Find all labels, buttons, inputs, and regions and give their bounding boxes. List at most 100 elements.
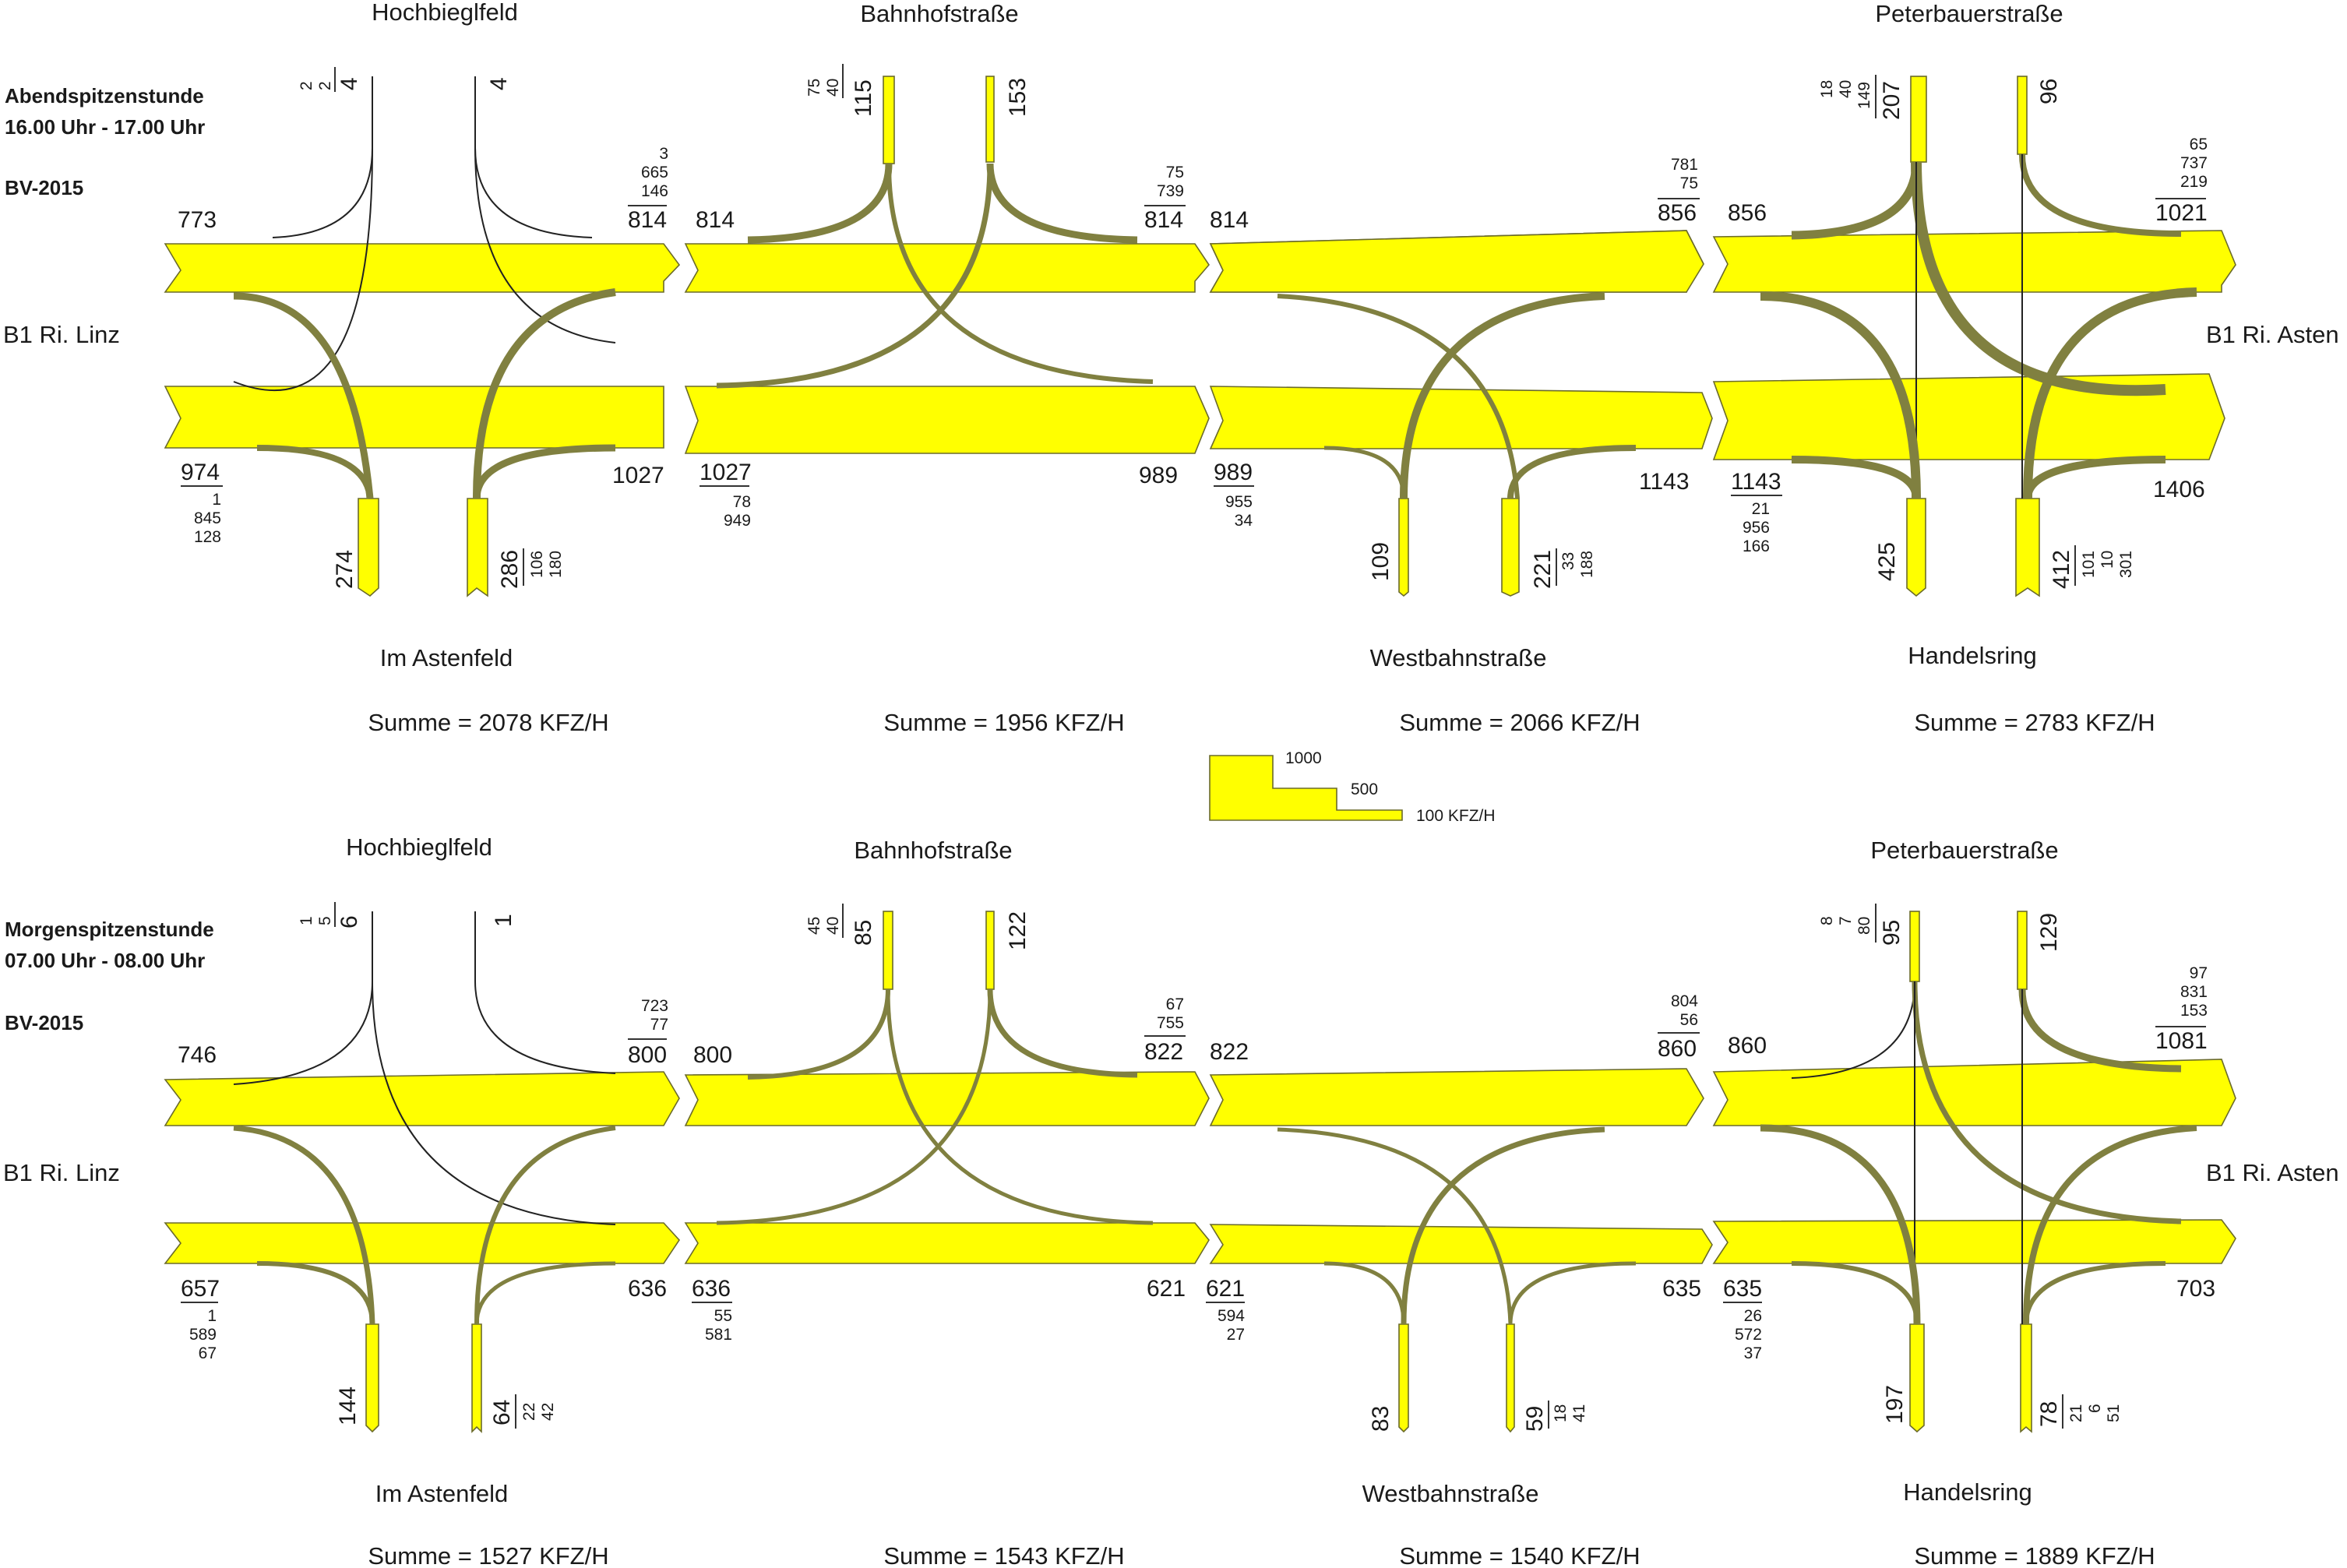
flow-j4-es xyxy=(2024,456,2166,499)
j2-wb-split-0: 78 xyxy=(733,493,751,511)
wb-vol-a: 657 xyxy=(181,1276,220,1302)
flow-j1-ne xyxy=(474,76,593,238)
j1-wb-split-2: 128 xyxy=(194,528,221,546)
j3-eb-split-0: 781 xyxy=(1671,156,1698,174)
j4-wb-split-0: 21 xyxy=(1752,500,1770,518)
j4-n-in-0: 18 xyxy=(1818,80,1836,98)
panel-title: Morgenspitzenstunde xyxy=(5,918,214,941)
j1-eb-split-0: 723 xyxy=(641,997,668,1015)
j4-n-in-1: 40 xyxy=(1837,80,1855,98)
j4-s-out: 197 xyxy=(1882,1385,1908,1424)
south-arm-1-in xyxy=(471,1323,482,1433)
flow-j3-se xyxy=(1507,445,1637,499)
flow-j1-es xyxy=(473,444,616,499)
j1-n-in-2: 4 xyxy=(337,77,362,90)
j2-n-in-2: 115 xyxy=(851,79,876,117)
j4-n-in-0: 8 xyxy=(1818,916,1836,925)
j4-wb-split-2: 37 xyxy=(1744,1344,1762,1362)
j2-eb-split-1: 739 xyxy=(1157,182,1184,200)
j2-wb-split-1: 581 xyxy=(705,1326,732,1344)
j1-eb-split-1: 665 xyxy=(641,164,668,181)
j1-s-out: 144 xyxy=(335,1387,361,1425)
flow-j4-nw xyxy=(1791,161,1921,240)
south-arm-4-out xyxy=(1906,498,1926,597)
street-south-1: Im Astenfeld xyxy=(380,644,513,671)
eb-vol-f: 856 xyxy=(1658,200,1697,226)
j1-s-in-split-0: 22 xyxy=(520,1403,538,1421)
eb-vol-h: 1081 xyxy=(2155,1028,2208,1054)
j4-eb-split-1: 737 xyxy=(2180,154,2208,172)
flow-j4-nn xyxy=(2018,988,2182,1073)
street-north-1: Hochbieglfeld xyxy=(372,0,518,26)
wb-vol-a: 974 xyxy=(181,460,220,485)
eastbound-band-1 xyxy=(164,243,681,293)
flow-j3-sw xyxy=(1400,292,1605,499)
flow-j3-ws xyxy=(1277,1127,1513,1325)
flow-j2-ne xyxy=(986,163,1138,244)
street-south-1: Im Astenfeld xyxy=(375,1480,509,1507)
flow-j1-ws xyxy=(233,1125,375,1325)
j4-wb-split-1: 572 xyxy=(1735,1326,1762,1344)
westbound-band-3 xyxy=(1209,1224,1713,1264)
wb-vol-h: 703 xyxy=(2176,1276,2215,1302)
j1-s-in-split-1: 42 xyxy=(539,1403,557,1421)
eb-vol-e: 822 xyxy=(1210,1039,1249,1065)
flow-j4-ws xyxy=(1760,291,1921,499)
sum-junction-2: Summe = 1956 KFZ/H xyxy=(883,709,1124,736)
j4-s-in-split-2: 301 xyxy=(2117,551,2135,578)
flow-j2-sw xyxy=(716,163,993,389)
panel-time: 07.00 Uhr - 08.00 Uhr xyxy=(5,949,205,972)
j3-s-in-split-0: 33 xyxy=(1559,552,1577,570)
j4-s-in-split-0: 21 xyxy=(2067,1404,2085,1422)
westbound-band-4 xyxy=(1712,373,2225,460)
wb-vol-g: 635 xyxy=(1723,1276,1762,1302)
street-north-4: Peterbauerstraße xyxy=(1870,837,2058,864)
j4-n-in-1: 7 xyxy=(1837,916,1855,925)
north-arm-4-out xyxy=(2017,911,2028,990)
wb-vol-c: 636 xyxy=(692,1276,731,1302)
j4-n-in-2: 149 xyxy=(1855,82,1873,109)
j4-wb-split-0: 26 xyxy=(1744,1307,1762,1325)
j4-s-in: 78 xyxy=(2036,1401,2062,1427)
south-arm-4-out xyxy=(1909,1323,1925,1433)
j1-n-in-2: 6 xyxy=(337,915,362,928)
sum-junction-2: Summe = 1543 KFZ/H xyxy=(883,1542,1124,1568)
j4-wb-split-2: 166 xyxy=(1743,537,1770,555)
j4-s-in-split-0: 101 xyxy=(2080,551,2098,578)
eastbound-band-3b xyxy=(1209,230,1704,293)
flow-j4-es xyxy=(2024,1261,2166,1325)
panel-bv: BV-2015 xyxy=(5,176,83,199)
j1-eb-split-2: 146 xyxy=(641,182,668,200)
flow-j1-ns xyxy=(233,147,373,392)
south-arm-3-in xyxy=(1506,1323,1515,1433)
j1-eb-split-1: 77 xyxy=(650,1016,668,1034)
eb-vol-d: 822 xyxy=(1144,1039,1183,1065)
eb-vol-d: 814 xyxy=(1144,207,1183,233)
wb-vol-g: 1143 xyxy=(1731,469,1781,495)
j3-s-in-split-0: 18 xyxy=(1552,1404,1570,1422)
j2-n-in-1: 40 xyxy=(824,917,842,935)
flow-j4-nn xyxy=(2019,153,2182,237)
panel-title: Abendspitzenstunde xyxy=(5,84,204,107)
street-north-2: Bahnhofstraße xyxy=(860,0,1018,27)
j1-n-out: 1 xyxy=(491,914,516,927)
wb-vol-h: 1406 xyxy=(2153,477,2205,502)
wb-vol-f: 1143 xyxy=(1639,469,1690,495)
j3-s-out: 109 xyxy=(1368,542,1394,581)
j1-wb-split-0: 1 xyxy=(212,491,221,509)
j4-s-in: 412 xyxy=(2049,550,2074,589)
approach-west: B1 Ri. Linz xyxy=(3,1159,120,1186)
westbound-band-4 xyxy=(1712,1219,2236,1264)
j3-wb-split-1: 34 xyxy=(1235,512,1253,530)
eb-vol-e: 814 xyxy=(1210,207,1249,233)
panel-bv: BV-2015 xyxy=(5,1011,83,1034)
flow-j1-es xyxy=(474,1261,616,1325)
eastbound-band-3 xyxy=(1209,1068,1704,1126)
j4-wb-split-1: 956 xyxy=(1743,519,1770,537)
flow-j1-se xyxy=(474,1126,616,1325)
flow-j4-ne xyxy=(1911,161,2166,396)
south-arm-3-in xyxy=(1501,498,1520,597)
j4-n-in-2: 80 xyxy=(1855,917,1873,935)
flow-j1-ws2 xyxy=(256,1261,375,1325)
j3-wb-split-0: 594 xyxy=(1218,1307,1245,1325)
